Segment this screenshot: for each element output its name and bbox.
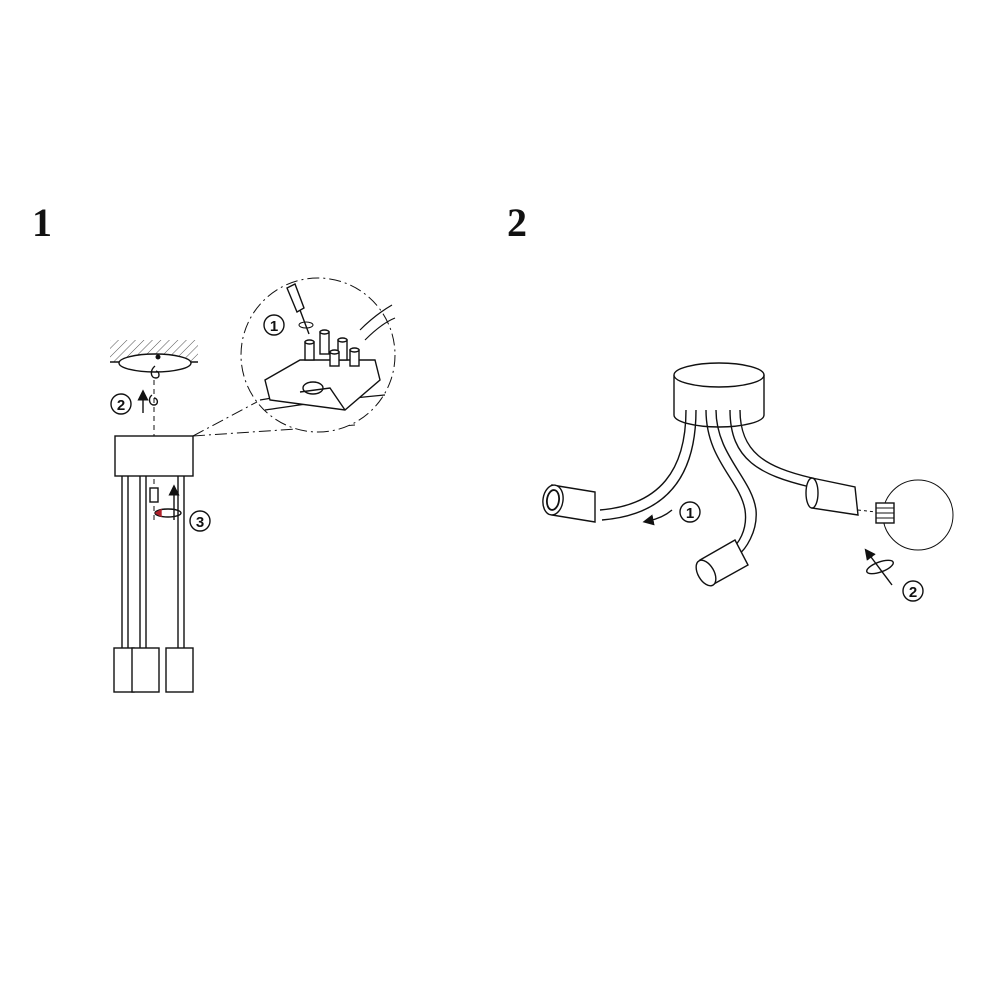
- lamp-holder-left: [542, 484, 596, 523]
- terminal-screws: [304, 329, 360, 367]
- rotate-icon: [154, 508, 182, 518]
- step-1-diagram: [110, 277, 396, 693]
- arm-left: [599, 409, 697, 521]
- bulb-icon: [857, 479, 954, 551]
- ceiling-plate: [118, 353, 192, 373]
- lamp-holder-bottom: [695, 539, 749, 587]
- lamp-holders: [113, 647, 194, 693]
- suspension-rods: [121, 476, 185, 650]
- rotate-arrow-icon: [642, 509, 673, 526]
- step-1-number: 1: [32, 200, 52, 245]
- svg-text:1: 1: [686, 505, 694, 522]
- screwdriver-icon: [286, 283, 314, 335]
- arm-right: [729, 409, 813, 488]
- screw-icon: [149, 487, 159, 503]
- callout-1-1: 1: [263, 314, 285, 336]
- svg-text:2: 2: [909, 584, 917, 601]
- svg-text:2: 2: [117, 397, 125, 414]
- canopy-round: [673, 362, 765, 428]
- callout-2-2: 2: [902, 580, 924, 602]
- callout-1-3: 3: [189, 510, 211, 532]
- svg-text:3: 3: [196, 514, 204, 531]
- step-2-number: 2: [507, 200, 527, 245]
- step-2-diagram: [542, 362, 954, 587]
- svg-text:1: 1: [270, 318, 278, 335]
- callout-1-2: 2: [110, 393, 132, 415]
- callout-2-1: 1: [679, 501, 701, 523]
- screw-in-arrow-icon: [864, 548, 894, 586]
- terminal-block-zoom: [240, 277, 396, 433]
- arm-bottom: [705, 409, 757, 556]
- hook-icon: [148, 365, 160, 406]
- lamp-holder-right: [805, 477, 859, 516]
- canopy: [114, 435, 194, 477]
